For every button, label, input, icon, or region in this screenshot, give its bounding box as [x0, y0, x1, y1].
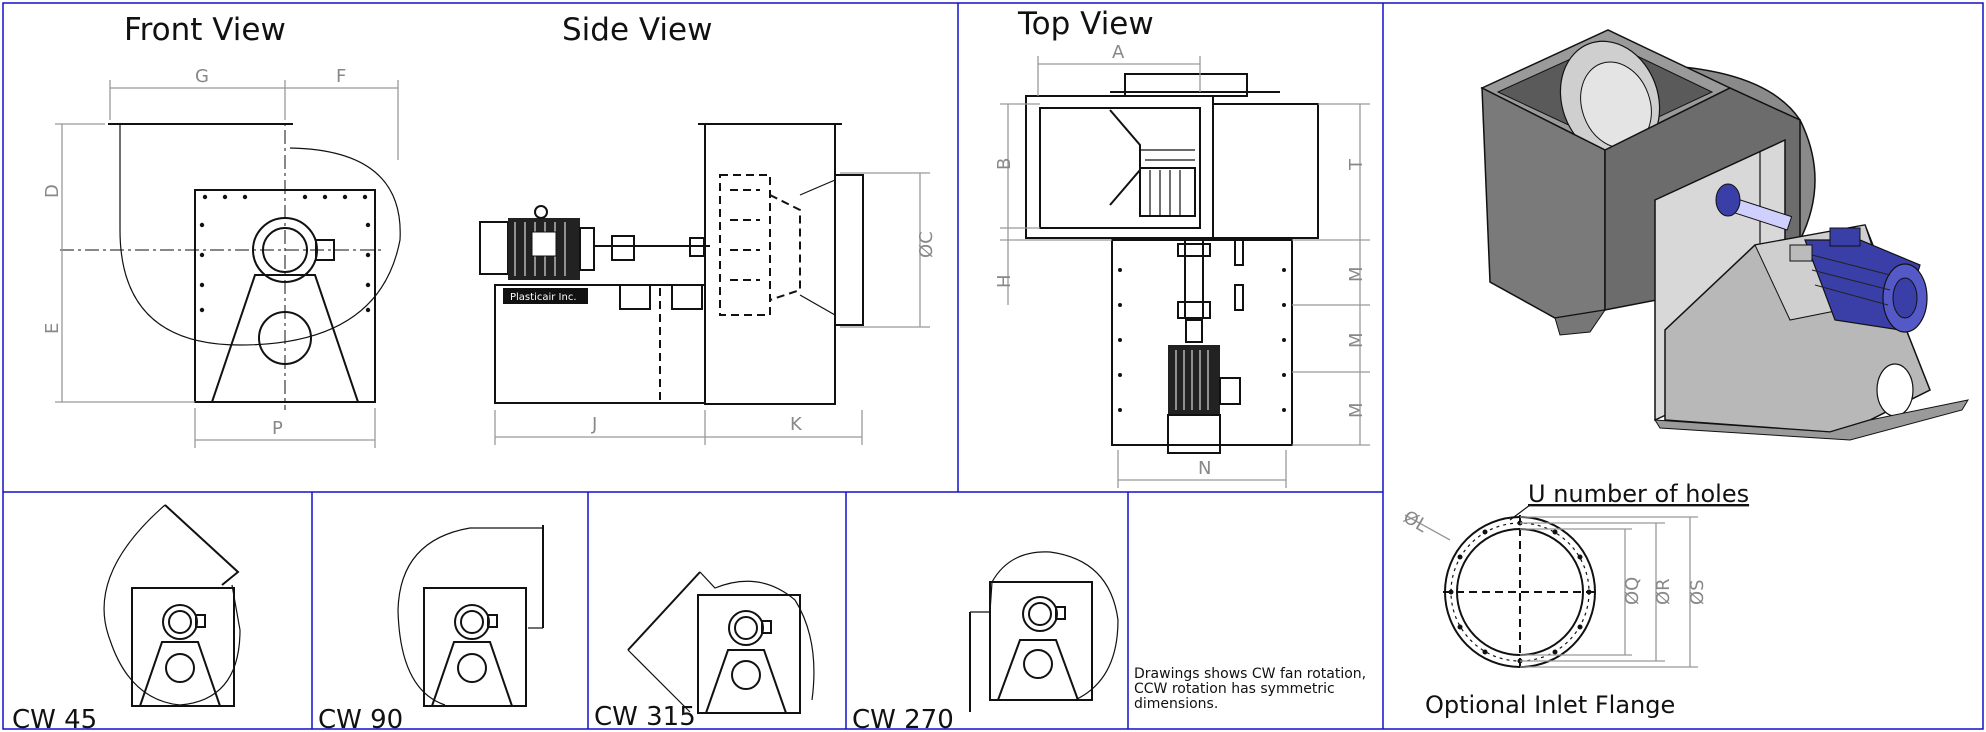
dim-m3-label: M	[1346, 402, 1367, 418]
dim-t-label: T	[1346, 158, 1367, 171]
top-bolt-dots	[1118, 268, 1286, 412]
dim-m2-label: M	[1346, 332, 1367, 348]
dim-p-label: P	[272, 418, 283, 439]
flange-holes-label: U number of holes	[1528, 480, 1749, 508]
front-scroll-housing	[119, 125, 401, 346]
rotation-cw270: CW 270	[852, 551, 1119, 732]
dim-c-label: ØC	[916, 231, 937, 258]
rotation-cw270-label: CW 270	[852, 705, 954, 732]
flange-title: Optional Inlet Flange	[1425, 691, 1675, 719]
dim-s-label: ØS	[1687, 579, 1708, 605]
rotation-note: Drawings shows CW fan rotation, CCW rota…	[1134, 666, 1366, 712]
rotation-cw315-label: CW 315	[594, 702, 696, 732]
dim-e-label: E	[42, 323, 63, 334]
top-view: Top View A	[994, 6, 1370, 488]
top-dimensions: A B H T M M M N	[994, 42, 1370, 488]
dim-n-label: N	[1198, 458, 1211, 479]
side-view: Side View Plasticair Inc.	[479, 12, 937, 445]
rotation-cw45-label: CW 45	[12, 705, 97, 732]
front-dimensions: G F D E P	[42, 66, 399, 448]
rotation-cw90: CW 90	[318, 525, 544, 732]
dim-f-label: F	[336, 66, 346, 87]
side-name-plate	[503, 288, 588, 304]
top-motor	[1168, 345, 1220, 415]
side-view-title: Side View	[562, 12, 712, 48]
isometric-view	[1480, 29, 1970, 441]
rotation-cw90-label: CW 90	[318, 705, 403, 732]
flange-bolt-holes	[1448, 520, 1592, 664]
front-bolt-dots	[199, 194, 371, 313]
dim-m1-label: M	[1346, 266, 1367, 282]
top-impeller	[1109, 109, 1196, 217]
rotation-cw45: CW 45	[12, 504, 241, 732]
dim-a-label: A	[1112, 42, 1125, 63]
dim-h-label: H	[994, 274, 1015, 288]
side-fan-housing	[704, 123, 836, 405]
front-view-title: Front View	[124, 12, 286, 48]
inlet-flange: ØL U number of holes ØQ ØR ØS Optional I…	[1399, 480, 1749, 719]
iso-motor	[1789, 227, 1928, 333]
dim-l-label: ØL	[1399, 507, 1430, 537]
top-view-title: Top View	[1017, 6, 1154, 42]
dim-g-label: G	[195, 66, 209, 87]
dim-k-label: K	[790, 414, 803, 435]
note-line-1: Drawings shows CW fan rotation,	[1134, 666, 1366, 682]
note-line-2: CCW rotation has symmetric	[1134, 681, 1335, 697]
dim-q-label: ØQ	[1622, 577, 1643, 605]
note-line-3: dimensions.	[1134, 696, 1218, 712]
dim-r-label: ØR	[1653, 578, 1674, 605]
dim-j-label: J	[591, 414, 597, 435]
side-name-plate-text: Plasticair Inc.	[510, 292, 577, 303]
front-view: Front View G F D E P	[42, 12, 401, 448]
side-dimensions: ØC J K	[494, 172, 937, 445]
rotation-cw315: CW 315	[594, 571, 815, 732]
dim-d-label: D	[42, 184, 63, 198]
flange-outer-circle	[1444, 516, 1596, 668]
dim-b-label: B	[994, 158, 1015, 170]
side-fan-wheel	[719, 174, 836, 316]
